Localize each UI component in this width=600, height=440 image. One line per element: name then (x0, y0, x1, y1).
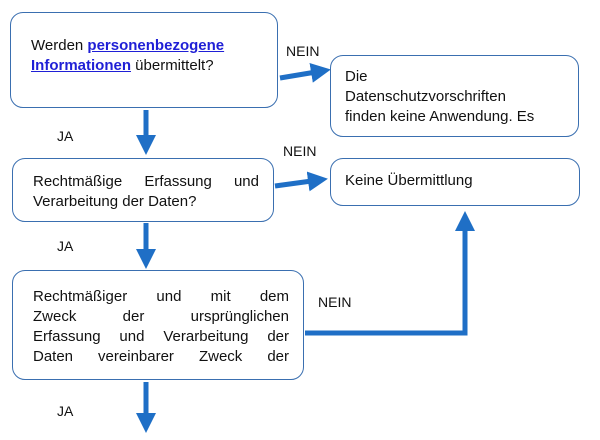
question-box-2: Rechtmäßige Erfassung und Verarbeitung d… (12, 158, 274, 222)
result-1-line-3: finden keine Anwendung. Es (345, 108, 535, 125)
question-3-line-4: Daten vereinbarer Zweck der (33, 348, 289, 365)
result-1-line-2: Datenschutzvorschriften (345, 88, 506, 105)
arrow-q2-to-r2 (274, 171, 328, 192)
personenbezogene-informationen-link[interactable]: personenbezogene Informationen (31, 37, 225, 74)
question-1-suffix: übermittelt? (131, 57, 214, 74)
label-ja-1: JA (57, 128, 74, 144)
label-nein-2: NEIN (283, 143, 317, 159)
arrow-q1-to-r1 (279, 62, 331, 83)
label-nein-3: NEIN (318, 294, 352, 310)
result-1-line-1: Die (345, 68, 368, 85)
question-2-line-2: Verarbeitung der Daten? (33, 193, 197, 210)
label-ja-2: JA (57, 238, 74, 254)
result-box-2: Keine Übermittlung (330, 158, 580, 206)
question-3-line-3: Erfassung und Verarbeitung der (33, 328, 289, 345)
arrow-q3-to-r2 (305, 211, 475, 336)
label-nein-1: NEIN (286, 43, 320, 59)
question-1-prefix: Werden (31, 37, 88, 54)
question-3-line-2: Zweck der ursprünglichen (33, 308, 289, 325)
question-box-3: Rechtmäßiger und mit dem Zweck der urspr… (12, 270, 304, 380)
result-2-text: Keine Übermittlung (345, 172, 473, 189)
question-box-1: Werden personenbezogene Informationen üb… (10, 12, 278, 108)
result-box-1: Die Datenschutzvorschriften finden keine… (330, 55, 579, 137)
question-2-line-1: Rechtmäßige Erfassung und (33, 173, 259, 190)
label-ja-3: JA (57, 403, 74, 419)
question-3-line-1: Rechtmäßiger und mit dem (33, 288, 289, 305)
